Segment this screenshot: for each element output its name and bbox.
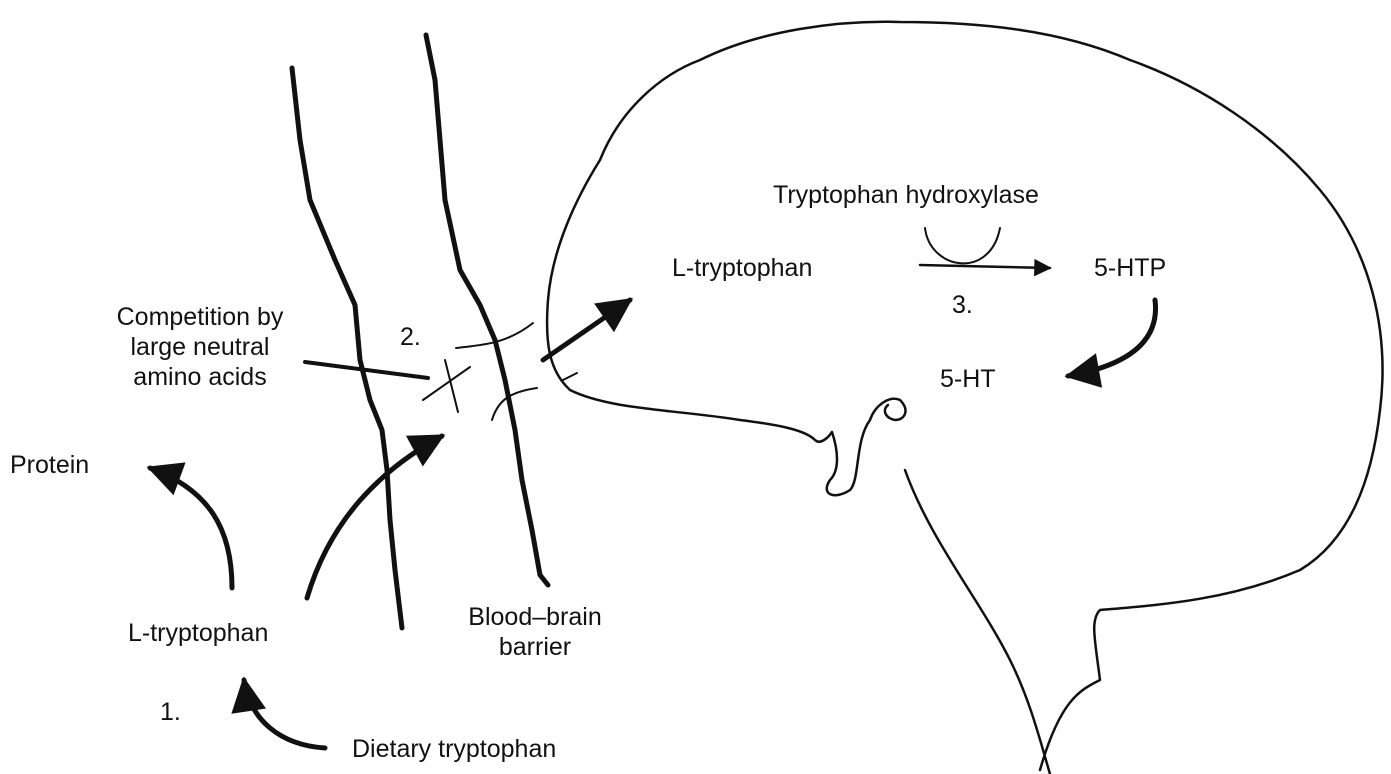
transporter-cross	[422, 359, 471, 413]
vessel-wall-left	[289, 65, 405, 631]
transporter-arc-brain	[562, 372, 578, 381]
label-l-tryptophan-blood: L-tryptophan	[128, 619, 269, 647]
arrow-to-protein	[146, 462, 235, 591]
label-step-3: 3.	[952, 291, 973, 319]
label-5-htp: 5-HTP	[1094, 254, 1167, 282]
arrow-5htp-to-5ht	[1064, 297, 1159, 388]
competition-line-1: Competition by	[116, 303, 284, 331]
bbb-line-1: Blood–brain	[468, 603, 602, 631]
competition-line-2: large neutral	[130, 333, 270, 361]
label-tryptophan-hydroxylase: Tryptophan hydroxylase	[773, 181, 1039, 209]
bbb-line-2: barrier	[498, 633, 572, 661]
arrow-to-bbb	[304, 433, 446, 601]
vessel-wall-right	[423, 32, 551, 588]
label-dietary-tryptophan: Dietary tryptophan	[352, 735, 557, 763]
brain-outline	[545, 20, 1384, 774]
label-step-1: 1.	[160, 698, 181, 726]
label-competition: Competition by large neutral amino acids	[85, 302, 315, 392]
arrow-dietary-to-ltryptophan	[231, 676, 328, 751]
label-blood-brain-barrier: Blood–brain barrier	[430, 602, 640, 662]
competition-pointer	[303, 360, 430, 380]
label-protein: Protein	[10, 451, 90, 479]
arrow-into-brain	[540, 297, 633, 363]
label-5-ht: 5-HT	[940, 365, 996, 393]
label-l-tryptophan-brain: L-tryptophan	[672, 254, 813, 282]
label-step-2: 2.	[400, 323, 421, 351]
transporter-arc-lower	[491, 387, 538, 421]
arrow-ltryptophan-to-5htp	[918, 258, 1052, 277]
competition-line-3: amino acids	[133, 363, 267, 391]
enzyme-cofactor-arc	[924, 227, 1001, 265]
transporter-arc-upper	[455, 322, 534, 349]
